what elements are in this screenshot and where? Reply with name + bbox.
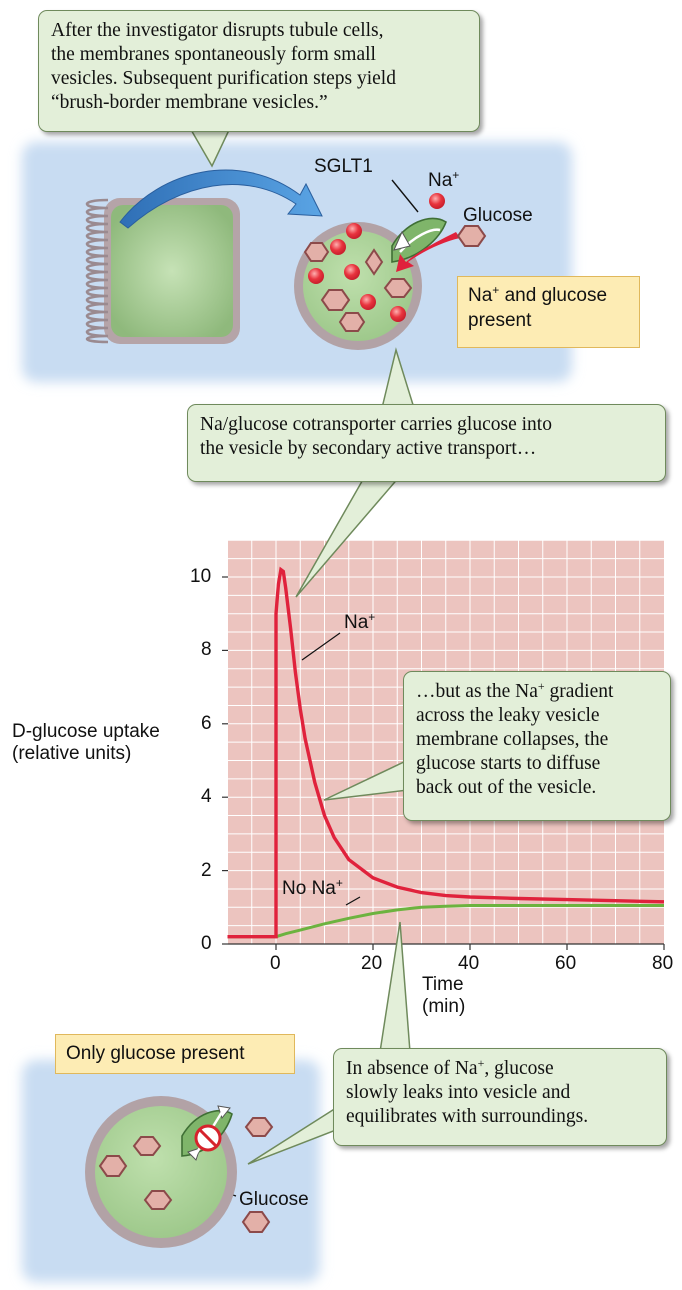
glucose-label-top: Glucose (463, 205, 533, 226)
right-callout-line: back out of the vesicle. (416, 777, 597, 798)
sglt1-leader-line (391, 179, 419, 213)
y-tick-label: 6 (201, 712, 212, 734)
top-callout-line: the membranes spontaneously form small (51, 44, 376, 65)
x-tick-label: 40 (458, 953, 480, 974)
na-label-leader (301, 632, 341, 661)
top-callout-line: vesicles. Subsequent purification steps … (51, 68, 396, 89)
red-transport-arrow (396, 232, 460, 272)
middle-callout: Na/glucose cotransporter carries glucose… (187, 404, 666, 482)
tag-line: Na+ and glucose (468, 283, 608, 306)
vesicle-contents (303, 223, 413, 332)
glucose-label-bottom: Glucose (239, 1189, 309, 1210)
glucose-molecule-bottom-1 (244, 1117, 274, 1137)
brush-border-microvilli (85, 198, 109, 344)
sglt1-transporter (391, 217, 460, 272)
x-tick-label: 0 (270, 953, 281, 974)
no-na-label-leader (345, 896, 361, 906)
y-tick-label: 2 (201, 859, 212, 881)
series-label-no-na: No Na+ (282, 876, 343, 899)
series-label-na: Na+ (344, 610, 376, 633)
sodium-ion-outside (429, 193, 445, 209)
blue-curved-arrow (119, 169, 323, 229)
bottom-callout-line: equilibrates with surroundings. (346, 1106, 589, 1127)
right-callout-line: across the leaky vesicle (416, 705, 600, 726)
bottom-callout: In absence of Na+, glucose slowly leaks … (333, 1048, 667, 1146)
top-callout-line: “brush-border membrane vesicles.” (51, 92, 328, 113)
bottom-callout-line: In absence of Na+, glucose (346, 1056, 554, 1079)
tubule-cell (85, 198, 240, 344)
top-callout: After the investigator disrupts tubule c… (38, 10, 480, 132)
tag-na-and-glucose: Na+ and glucose present (457, 276, 640, 348)
middle-callout-line: the vesicle by secondary active transpor… (200, 438, 537, 459)
tag-only-glucose: Only glucose present (55, 1034, 295, 1074)
x-axis-label: Time (min) (422, 974, 466, 1017)
glucose-molecule-bottom-2 (241, 1211, 271, 1233)
y-tick-label: 8 (201, 639, 212, 661)
right-callout-line: …but as the Na+ gradient (416, 679, 614, 702)
right-callout-line: glucose starts to diffuse (416, 753, 601, 774)
x-tick-label: 60 (555, 953, 577, 974)
middle-callout-line: Na/glucose cotransporter carries glucose… (200, 414, 552, 435)
series-line-na (227, 566, 665, 939)
chart-axes (222, 576, 665, 950)
sglt1-label: SGLT1 (314, 156, 373, 177)
right-callout: …but as the Na+ gradient across the leak… (403, 671, 671, 821)
bottom-callout-line: slowly leaks into vesicle and (346, 1082, 571, 1103)
y-axis-label: D-glucose uptake (relative units) (12, 721, 160, 764)
tag-line: Only glucose present (66, 1043, 245, 1064)
y-tick-label: 4 (201, 786, 212, 808)
tag-line: present (468, 310, 532, 331)
y-tick-label: 0 (201, 933, 212, 954)
top-callout-line: After the investigator disrupts tubule c… (51, 20, 384, 41)
series-line-no-na (227, 904, 664, 939)
x-tick-label: 80 (652, 953, 674, 974)
sodium-label-top: Na+ (428, 168, 460, 191)
right-callout-line: membrane collapses, the (416, 729, 609, 750)
x-tick-label: 20 (361, 953, 383, 974)
y-tick-label: 10 (190, 566, 212, 587)
glucose-molecule-outside (456, 225, 487, 247)
no-entry-icon (194, 1124, 222, 1152)
